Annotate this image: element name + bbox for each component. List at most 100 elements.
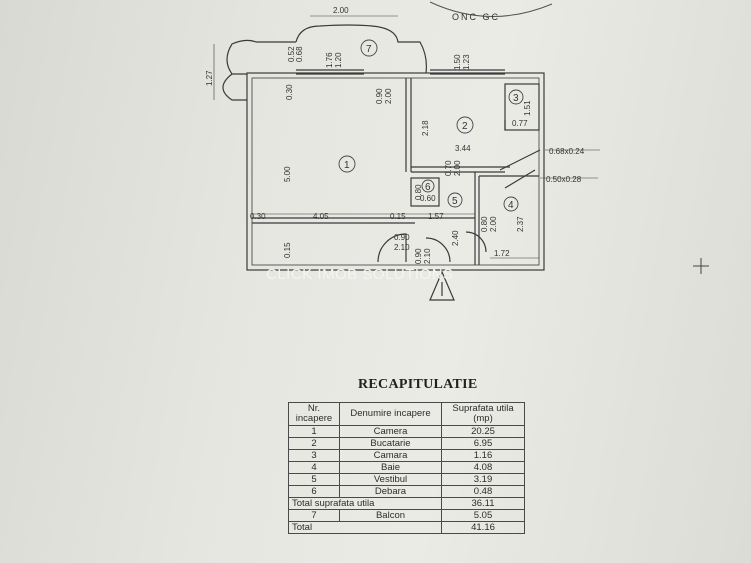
dim-r1-h: 5.00	[283, 166, 292, 182]
dim-v-240: 2.40	[451, 230, 460, 246]
room-3-label: 3	[513, 93, 519, 104]
dim-r4-1: 0.80	[480, 216, 489, 232]
dim-r6-1: 0.80	[414, 184, 423, 200]
dim-e-090: 0.90	[414, 248, 423, 264]
dim-r2-w: 3.44	[455, 144, 471, 153]
dim-r3-w: 0.77	[512, 119, 528, 128]
table-row: 2 Bucatarie 6.95	[288, 437, 525, 450]
cell-name: Camera	[339, 425, 442, 438]
room-7-label: 7	[366, 44, 372, 55]
balcony-left	[222, 73, 247, 101]
room-3-circle	[508, 89, 524, 105]
cell-name: Vestibul	[339, 473, 442, 486]
watermark: CLICK IMOB SOLUTIONS	[266, 266, 454, 283]
dim-w-405: 4.05	[313, 212, 329, 221]
room-7-circle	[360, 39, 378, 57]
cell-area: 20.25	[441, 425, 525, 438]
balcony-top-right	[295, 24, 427, 74]
inner-wall	[251, 77, 540, 266]
cell-area: 0.48	[441, 485, 525, 498]
room-1-label: 1	[344, 160, 350, 171]
dim-r5-2: 2.00	[453, 160, 462, 176]
table-row: 4 Baie 4.08	[288, 461, 525, 474]
total-util-value: 36.11	[441, 497, 525, 510]
table-header-row: Nr. incapere Denumire incapere Suprafata…	[288, 402, 525, 426]
header-area: Suprafata utila (mp)	[441, 402, 525, 426]
dim-top-width: 2.00	[333, 6, 349, 15]
dim-bal-in-2: 1.20	[334, 52, 343, 68]
cell-name: Balcon	[339, 509, 442, 522]
cell-area: 1.16	[441, 449, 525, 462]
dim-balcony-v2: 0.68	[295, 46, 304, 62]
cell-name: Debara	[339, 485, 442, 498]
cell-area: 4.08	[441, 461, 525, 474]
dim-r2-h: 2.18	[421, 120, 430, 136]
crosshair-icon	[693, 258, 709, 274]
room-2-circle	[456, 116, 474, 134]
table-row: 1 Camera 20.25	[288, 425, 525, 438]
cell-nr: 2	[288, 437, 340, 450]
dim-r6-2: 0.60	[420, 194, 436, 203]
stamp-text: ONC GC	[452, 12, 500, 22]
room-2-label: 2	[462, 121, 468, 132]
dim-win-r2: 1.23	[462, 54, 471, 70]
dim-e-210: 2.10	[423, 248, 432, 264]
walls	[213, 15, 600, 301]
cell-name: Baie	[339, 461, 442, 474]
dim-balcony-left: 1.27	[205, 70, 214, 86]
dim-r5-1: 0.70	[444, 160, 453, 176]
room-5-label: 5	[452, 196, 458, 207]
cell-area: 3.19	[441, 473, 525, 486]
dim-w-172: 1.72	[494, 249, 510, 258]
dim-w-157: 1.57	[428, 212, 444, 221]
table-row: 3 Camara 1.16	[288, 449, 525, 462]
dim-win-r1: 1.50	[453, 54, 462, 70]
header-nr: Nr. incapere	[288, 402, 340, 426]
balcony-row: 7 Balcon 5.05	[288, 509, 525, 522]
dim-bal-in-1: 1.76	[325, 52, 334, 68]
room-4-circle	[503, 196, 519, 212]
dim-068: 0.68x0.24	[549, 147, 585, 156]
dim-d-090: 0.90	[394, 233, 410, 242]
stamp-arc	[429, 1, 553, 17]
table-row: 5 Vestibul 3.19	[288, 473, 525, 486]
recap-table: Nr. incapere Denumire incapere Suprafata…	[288, 402, 525, 534]
dim-d-210: 2.10	[394, 243, 410, 252]
recap-title: RECAPITULATIE	[358, 377, 478, 392]
dim-r4-2: 2.00	[489, 216, 498, 232]
header-name: Denumire incapere	[339, 402, 442, 426]
total-util-row: Total suprafata utila 36.11	[288, 497, 525, 510]
table-row: 6 Debara 0.48	[288, 485, 525, 498]
total-util-label: Total suprafata utila	[288, 497, 442, 510]
dim-door-1: 0.90	[375, 88, 384, 104]
entrance-arrow	[429, 270, 455, 301]
cell-area: 6.95	[441, 437, 525, 450]
dim-r4-h: 2.37	[516, 216, 525, 232]
cell-nr: 7	[288, 509, 340, 522]
balcony-top-left	[226, 39, 296, 75]
outer-wall	[246, 72, 545, 271]
dim-r3-h: 1.51	[523, 100, 532, 116]
dim-050: 0.50x0.28	[546, 175, 582, 184]
cell-nr: 4	[288, 461, 340, 474]
dim-win-1: 0.30	[285, 84, 294, 100]
dim-low-015: 0.15	[283, 242, 292, 258]
dim-balcony-v1: 0.52	[287, 46, 296, 62]
cell-name: Bucatarie	[339, 437, 442, 450]
room-1-circle	[338, 155, 356, 173]
dim-w-015: 0.15	[390, 212, 406, 221]
cell-nr: 5	[288, 473, 340, 486]
room-5-circle	[447, 192, 463, 208]
floor-plan: ONC GC	[205, 1, 709, 301]
room-6-circle	[421, 179, 435, 193]
room-4-label: 4	[508, 200, 514, 211]
dim-left-030: 0.30	[250, 212, 266, 221]
cell-nr: 1	[288, 425, 340, 438]
total-label: Total	[288, 521, 442, 534]
cell-name: Camara	[339, 449, 442, 462]
cell-area: 5.05	[441, 509, 525, 522]
cell-nr: 3	[288, 449, 340, 462]
cell-nr: 6	[288, 485, 340, 498]
total-row: Total 41.16	[288, 521, 525, 534]
dim-door-2: 2.00	[384, 88, 393, 104]
